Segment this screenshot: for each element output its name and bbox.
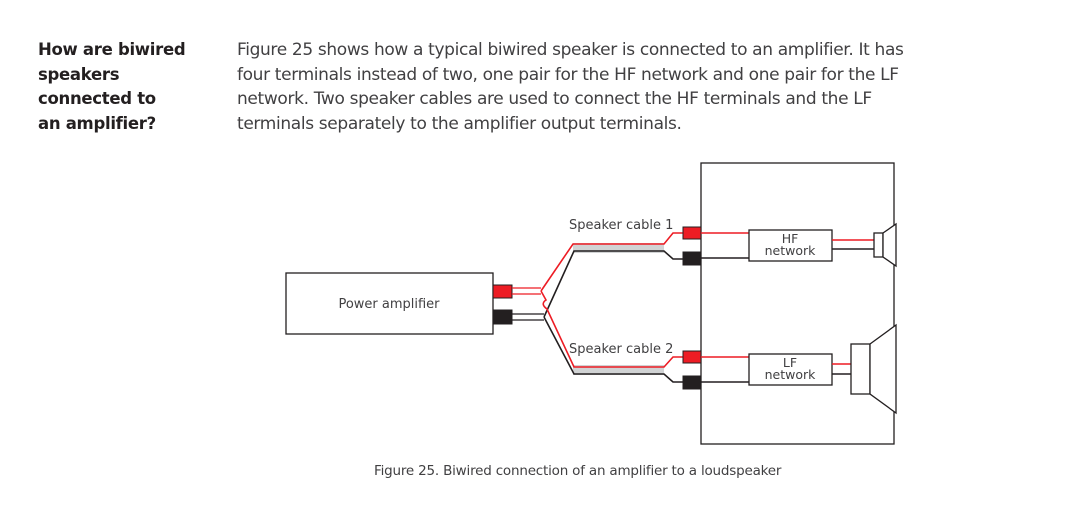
power-amplifier-label: Power amplifier	[338, 297, 440, 312]
hf-network-label-line1: HF	[782, 231, 799, 246]
amp-positive-terminal	[492, 284, 513, 299]
lf-network-box	[748, 353, 833, 386]
cable1-positive-wire	[540, 232, 684, 292]
cable2-negative-wire	[543, 316, 684, 383]
lf-network-label-line1: LF	[783, 355, 797, 370]
figure-caption: Figure 25. Biwired connection of an ampl…	[374, 463, 782, 479]
body-line: network. Two speaker cables are used to …	[237, 89, 872, 109]
lf-network-label-line2: network	[765, 367, 817, 382]
side-heading-line: connected to	[38, 89, 156, 108]
body-line: terminals separately to the amplifier ou…	[237, 113, 682, 134]
amp-positive-wire	[512, 287, 541, 295]
speaker-cable-2-label: Speaker cable 2	[569, 342, 673, 357]
tweeter-icon	[873, 222, 897, 268]
lf-negative-terminal	[682, 375, 702, 390]
body-paragraph: Figure 25 shows how a typical biwired sp…	[237, 38, 957, 136]
cable1-negative-wire	[543, 250, 684, 318]
speaker-cable-1-label: Speaker cable 1	[569, 218, 673, 233]
body-line: four terminals instead of two, one pair …	[237, 64, 899, 85]
power-amplifier-box	[285, 272, 494, 335]
side-heading-line: How are biwired	[38, 40, 186, 59]
speaker-enclosure	[700, 162, 895, 445]
side-heading-line: an amplifier?	[38, 113, 156, 133]
hf-positive-terminal	[682, 226, 702, 240]
side-heading: How are biwired speakers connected to an…	[38, 38, 208, 136]
amp-negative-wire	[512, 313, 544, 321]
woofer-icon	[850, 323, 897, 415]
body-line: Figure 25 shows how a typical biwired sp…	[237, 40, 904, 60]
lf-positive-terminal	[682, 350, 702, 364]
amp-negative-terminal	[492, 309, 513, 325]
hf-negative-terminal	[682, 251, 702, 266]
hf-network-box	[748, 229, 833, 262]
cable2-positive-wire	[540, 290, 684, 368]
side-heading-line: speakers	[38, 64, 120, 84]
hf-network-label-line2: network	[765, 243, 817, 258]
